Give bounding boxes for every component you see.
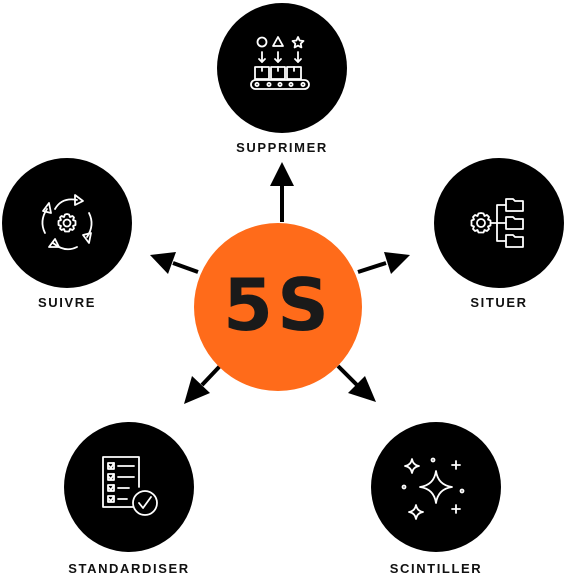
- gear-folders-icon: [470, 198, 524, 248]
- label-scintiller: SCINTILLER: [389, 561, 483, 576]
- node-situer: [434, 158, 564, 288]
- sparkles-icon: [401, 457, 465, 520]
- cycle-gear-icon: [41, 194, 93, 251]
- sort-conveyor-icon: [250, 36, 310, 90]
- label-standardiser: STANDARDISER: [68, 561, 190, 576]
- label-situer: SITUER: [470, 295, 528, 310]
- node-suivre: [2, 158, 132, 288]
- arrow-situer: [357, 252, 410, 274]
- arrow-supprimer: [270, 162, 294, 222]
- center-label: 5S: [223, 263, 333, 347]
- checklist-icon: [102, 456, 158, 516]
- node-standardiser: [64, 422, 194, 552]
- label-supprimer: SUPPRIMER: [236, 140, 328, 155]
- arrow-suivre: [150, 252, 199, 274]
- arrow-standardiser: [184, 364, 222, 404]
- node-supprimer: [217, 3, 347, 133]
- label-suivre: SUIVRE: [37, 295, 97, 310]
- arrow-scintiller: [336, 364, 376, 402]
- node-scintiller: [371, 422, 501, 552]
- center-hub: 5S: [194, 223, 362, 391]
